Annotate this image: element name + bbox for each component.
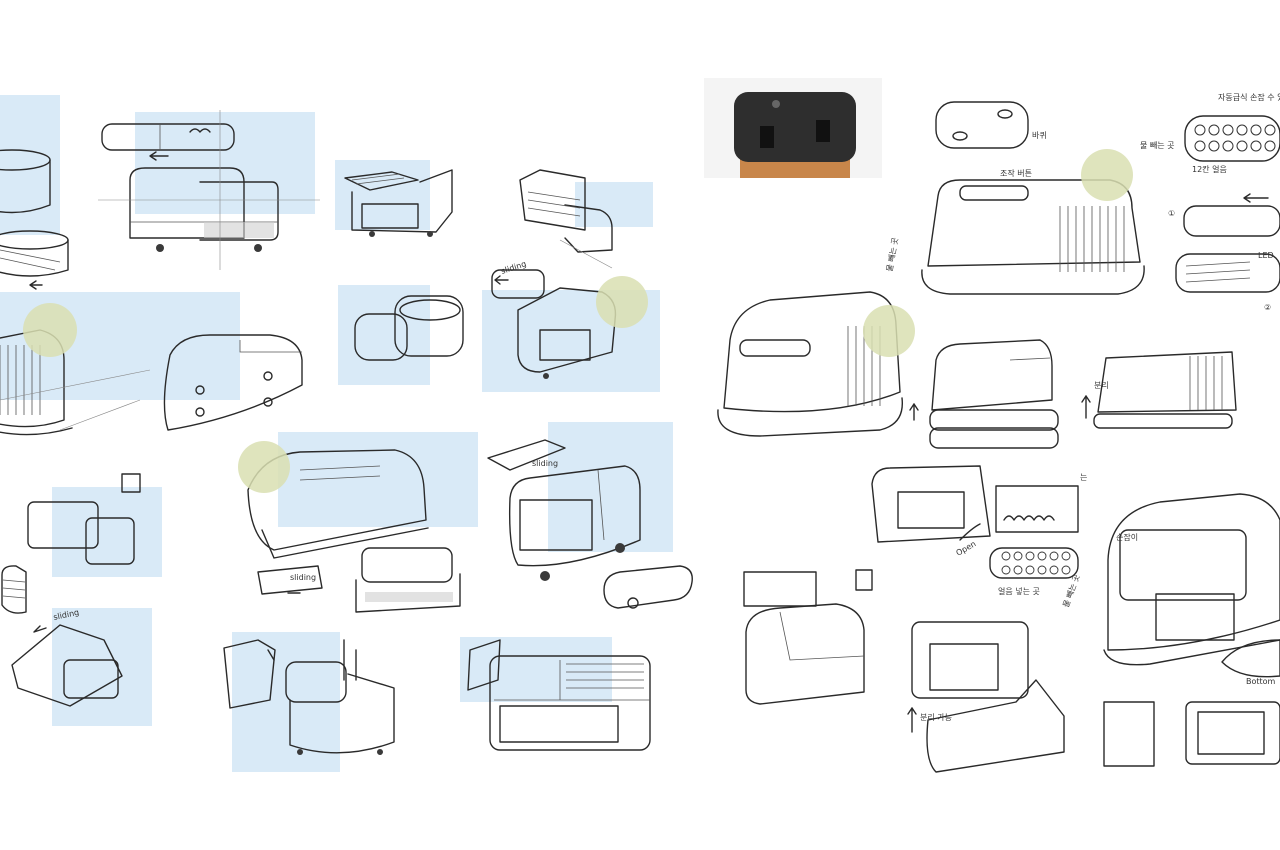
handle-label: 손잡이 [1116,532,1138,542]
sketch-bottom-row: 분리 가능 [743,569,1280,773]
sketch-round-container [0,149,69,290]
sketch-bristle-barrel [0,303,151,436]
sketch-bus-robot: sliding [487,439,693,609]
bottom-label: Bottom [1246,677,1276,686]
sketch-main-feeder: 조작 버튼 물 빼는 곳 [885,149,1145,295]
ice-tray-label: 얼음 넣는 곳 [998,586,1040,596]
bg-panel [52,608,152,726]
sketch-tray-cart [344,169,453,237]
sketch-capsule-pill [354,295,464,361]
open-label: Open [955,539,978,557]
sketch-lidded-cart [223,639,395,755]
right-sketch-board: 바퀴 자동급식 손잡 수 있는 물 빼는 곳 12칸 얼음 조작 버튼 물 빼는… [704,78,1280,773]
sliding-note: sliding [290,573,316,582]
control-button-label: 조작 버튼 [1000,168,1032,178]
sketch-open-box: Open 는 얼음 넣는 곳 [871,465,1087,596]
step-1: ① [1168,209,1175,218]
bg-panel [0,95,60,235]
sketch-twin-blocks [1,473,141,614]
step-2: ② [1264,303,1271,312]
water-hole-label: 물 빼는 곳 [1140,141,1175,150]
separable-label: 분리 가능 [920,713,952,722]
water-tray-label: 물 빼는 곳 [885,237,900,273]
sketch-stacked-boxes: sliding [257,547,461,613]
sketch-double-tray [467,639,651,751]
led-label: LED [1258,251,1274,260]
wheel-label: 바퀴 [1032,130,1047,140]
sketch-wheeled-tray: 바퀴 [935,101,1047,149]
bg-panel [460,637,612,702]
sketch-drawer-chest [163,334,303,431]
sliding-note: sliding [532,459,558,468]
sketch-flat-trapezoid [1093,351,1237,429]
sketch-sliding-loaf [98,110,320,270]
side-tag: 는 [1080,473,1087,482]
left-sketch-board: sliding sliding slidi [0,95,693,772]
bg-panel [135,112,315,214]
sketch-large-tub [717,291,915,437]
bg-panel [548,422,673,552]
sliding-note: sliding [500,259,528,276]
sketch-ice-tray: 자동급식 손잡 수 있는 물 빼는 곳 12칸 얼음 [1140,92,1280,174]
feature-note: 자동급식 손잡 수 있는 [1218,92,1280,102]
sketch-numbered-modules: ① LED ② [1168,193,1280,312]
sketch-stacked-module: 분리 [909,339,1109,449]
ice-12-label: 12칸 얼음 [1192,164,1227,174]
bg-panel [335,160,430,230]
bg-panel [338,285,430,385]
sketch-truck-box [519,169,613,269]
product-photo-icon [704,78,882,178]
sketch-flat-box [238,441,429,559]
sketch-angled-robot: 손잡이 물 빼는 곳 Bottom [1061,493,1280,686]
bg-panel [575,182,653,227]
